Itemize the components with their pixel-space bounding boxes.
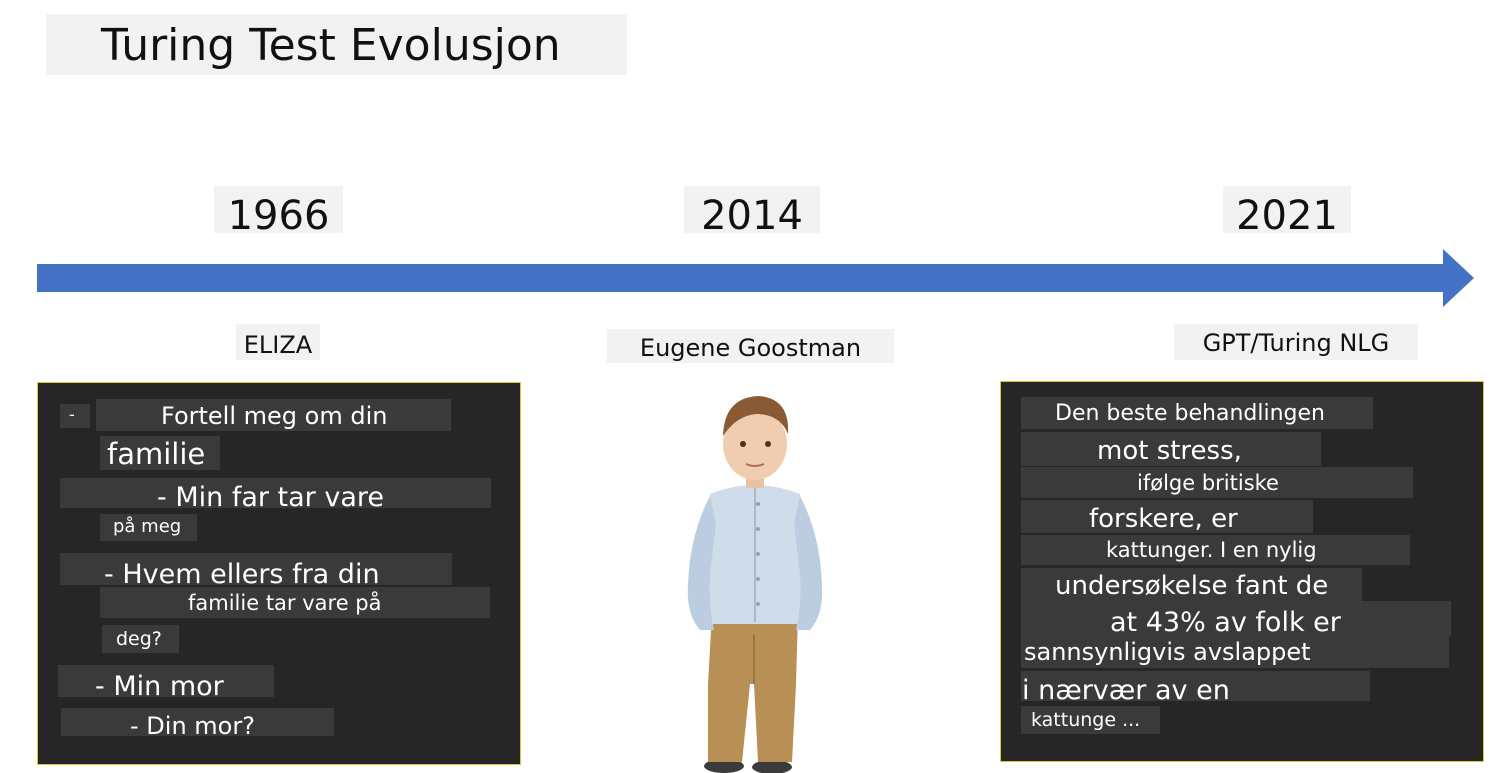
text-strip	[1021, 671, 1370, 701]
dialog-strip	[60, 478, 491, 508]
gpt-line: mot stress,	[1097, 436, 1242, 466]
year-2014: 2014	[701, 193, 803, 239]
eliza-line: - Hvem ellers fra din	[104, 559, 380, 590]
gpt-line: Den beste behandlingen	[1055, 401, 1325, 426]
dialog-strip	[60, 404, 90, 428]
text-strip	[1021, 706, 1160, 734]
gpt-line: sannsynligvis avslappet	[1024, 638, 1311, 666]
eugene-label-background	[607, 329, 894, 363]
dialog-strip	[61, 708, 334, 736]
dialog-strip	[100, 514, 197, 541]
eliza-line: familie	[107, 437, 206, 471]
eliza-line: Fortell meg om din	[161, 402, 388, 430]
year-1966: 1966	[227, 193, 330, 239]
eliza-line: - Min far tar vare	[157, 482, 385, 513]
text-strip	[1021, 568, 1362, 602]
text-strip	[1021, 601, 1451, 636]
gpt-label: GPT/Turing NLG	[1202, 329, 1390, 357]
title-background	[46, 14, 627, 75]
eliza-label-background	[236, 324, 320, 360]
eliza-line: familie tar vare på	[188, 591, 382, 615]
gpt-line: at 43% av folk er	[1110, 607, 1341, 638]
year-2021-background	[1223, 186, 1351, 233]
year-2014-background	[684, 186, 820, 233]
eliza-line: - Min mor	[95, 671, 224, 702]
text-strip	[1021, 500, 1313, 533]
gpt-line: kattunger. I en nylig	[1106, 538, 1317, 562]
page-title: Turing Test Evolusjon	[101, 20, 561, 71]
eugene-label: Eugene Goostman	[639, 334, 862, 362]
gpt-line: ifølge britiske	[1137, 471, 1279, 495]
year-1966-background	[214, 186, 343, 233]
year-2021: 2021	[1236, 193, 1338, 239]
eliza-line: - Din mor?	[130, 712, 255, 740]
gpt-line: undersøkelse fant de	[1055, 571, 1329, 601]
dialog-strip	[96, 399, 451, 431]
timeline-arrow-head	[1443, 249, 1474, 307]
text-strip	[1021, 535, 1410, 565]
dialog-strip	[100, 587, 490, 618]
eliza-label: ELIZA	[243, 331, 313, 359]
dialog-strip	[102, 625, 179, 653]
gpt-line: kattunge ...	[1031, 709, 1141, 731]
eliza-line: deg?	[116, 628, 162, 650]
dialog-strip	[100, 436, 220, 470]
gpt-line: i nærvær av en	[1022, 675, 1230, 706]
boy-figure-image	[687, 396, 823, 773]
text-strip	[1021, 636, 1449, 668]
eliza-line: -	[69, 405, 75, 424]
timeline-arrow-shaft	[37, 264, 1447, 292]
text-strip	[1021, 432, 1321, 466]
text-strip	[1021, 397, 1373, 429]
dialog-strip	[60, 553, 452, 585]
text-strip	[1021, 467, 1413, 498]
eliza-line: på meg	[113, 516, 182, 537]
gpt-label-background	[1174, 324, 1418, 360]
dialog-strip	[58, 665, 274, 697]
gpt-line: forskere, er	[1089, 504, 1238, 534]
